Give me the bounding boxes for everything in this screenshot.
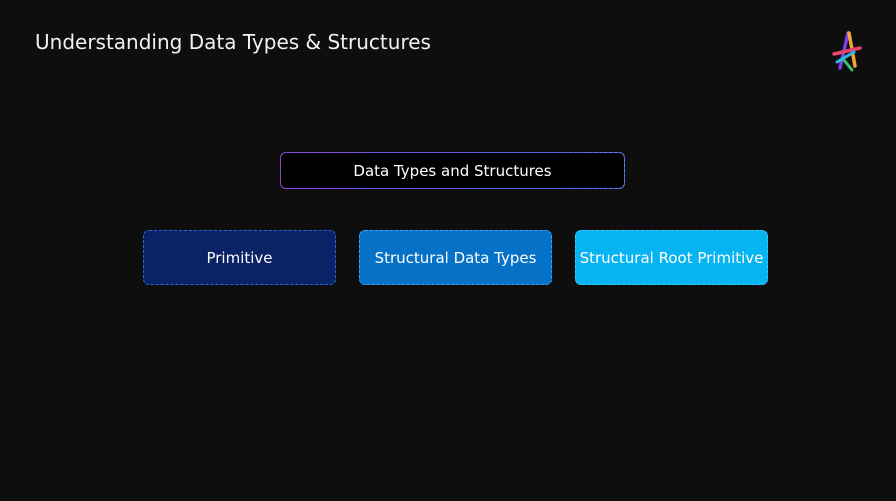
slide-title: Understanding Data Types & Structures [35,30,431,54]
diagram-root-label: Data Types and Structures [353,161,552,180]
diagram-node-label: Primitive [206,248,273,267]
brand-logo-icon [832,31,862,72]
diagram-node-primitive: Primitive [143,230,336,285]
diagram-node-structural-data-types: Structural Data Types [359,230,552,285]
diagram-node-label: Structural Root Primitive [579,248,764,267]
diagram-node-structural-root-primitive: Structural Root Primitive [575,230,768,285]
diagram-root-node: Data Types and Structures [280,152,625,189]
diagram-node-label: Structural Data Types [374,248,537,267]
